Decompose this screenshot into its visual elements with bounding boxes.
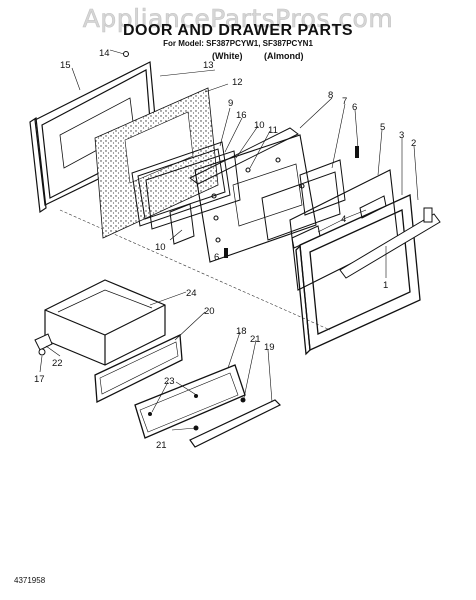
callout-23: 23 (164, 376, 175, 387)
callout-7: 7 (342, 96, 347, 107)
door-hinge-bracket (169, 203, 195, 245)
callout-10b: 10 (155, 242, 166, 253)
callout-19: 19 (264, 342, 275, 353)
callout-21b: 21 (156, 440, 167, 451)
callout-24: 24 (186, 288, 197, 299)
callout-13: 13 (203, 60, 214, 71)
outer-door-frame (295, 194, 421, 356)
document-number: 4371958 (14, 576, 46, 585)
callout-20: 20 (204, 306, 215, 317)
page-title: DOOR AND DRAWER PARTS (122, 22, 354, 39)
callout-10a: 10 (254, 120, 265, 131)
callout-22: 22 (52, 358, 63, 369)
callout-11: 11 (268, 125, 278, 136)
drawer-roller (34, 333, 53, 356)
inner-window-glass (299, 159, 346, 216)
drawer-body (44, 279, 166, 366)
variant-almond: (Almond) (264, 51, 304, 61)
callout-6b: 6 (214, 252, 219, 263)
callout-2: 2 (411, 138, 416, 149)
callout-4: 4 (341, 214, 346, 225)
callout-15: 15 (60, 60, 71, 71)
drawer-front-panel (94, 334, 183, 404)
callout-1: 1 (383, 280, 388, 291)
callout-12: 12 (232, 77, 243, 88)
screw-part-14 (109, 49, 129, 57)
drawer-outer-panel (134, 364, 246, 439)
callout-14: 14 (99, 48, 110, 59)
alignment-line (59, 209, 331, 331)
callout-8: 8 (328, 90, 333, 101)
callout-9: 9 (228, 98, 233, 109)
door-handle (339, 207, 441, 279)
callout-18: 18 (236, 326, 247, 337)
glass-clip-lower (224, 248, 228, 258)
watermark: AppliancePartsPros.com (82, 4, 394, 34)
callout-17: 17 (34, 374, 45, 385)
glass-pack (131, 141, 241, 230)
door-top-trim (189, 127, 299, 185)
callout-3: 3 (399, 130, 404, 141)
callout-6a: 6 (352, 102, 357, 113)
callout-labels: 14 15 13 12 9 16 10 11 8 7 6 5 3 2 4 1 1… (34, 48, 416, 451)
callout-16: 16 (236, 110, 247, 121)
drawer-handle-strip (189, 399, 282, 448)
glass-clip-upper (355, 146, 359, 158)
variant-white: (White) (212, 51, 243, 61)
callout-5: 5 (380, 122, 385, 133)
leader-lines (39, 67, 419, 431)
model-subtitle: For Model: SF387PCYW1, SF387PCYN1 (163, 39, 313, 48)
door-glass-outer (261, 171, 341, 241)
callout-21a: 21 (250, 334, 261, 345)
